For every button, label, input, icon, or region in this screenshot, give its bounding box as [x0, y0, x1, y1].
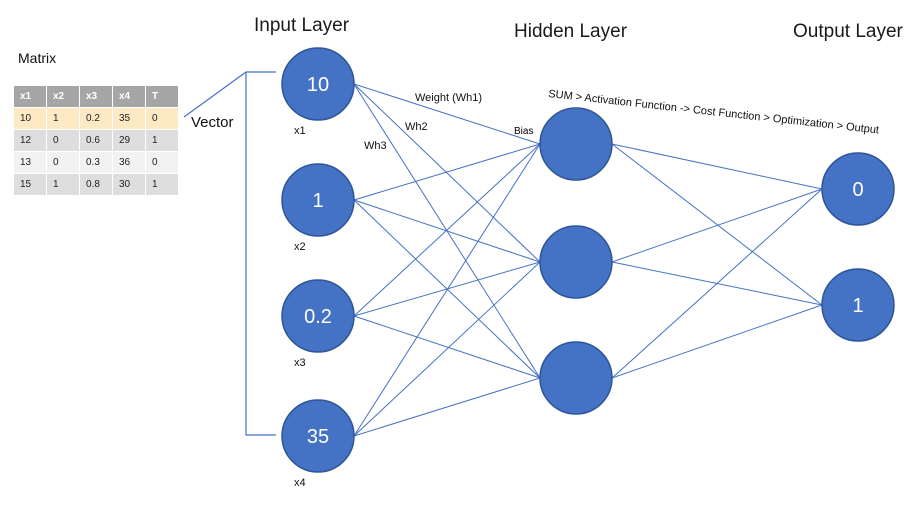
input-hidden-edge [353, 261, 541, 437]
edges [353, 83, 823, 437]
input-layer-title: Input Layer [254, 15, 350, 36]
input-node-value: 1 [312, 190, 323, 212]
matrix-cell: 0 [46, 129, 80, 152]
matrix-header-cell: x1 [13, 85, 47, 108]
vector-label: Vector [191, 114, 234, 131]
output-layer-title: Output Layer [793, 21, 904, 42]
matrix-cell: 29 [112, 129, 146, 152]
hidden-node-circle [539, 107, 613, 181]
matrix-cell: 1 [145, 173, 179, 196]
input-node: 1 x2 [281, 163, 355, 253]
input-node-value: 0.2 [304, 306, 332, 328]
input-hidden-edge [353, 83, 541, 263]
input-node-label: x4 [294, 477, 306, 489]
matrix-cell: 0.3 [79, 151, 113, 174]
input-hidden-edge [353, 199, 541, 263]
input-node-value: 35 [307, 426, 329, 448]
matrix-cell: 0 [46, 151, 80, 174]
input-hidden-edge [353, 83, 541, 145]
input-hidden-edge [353, 143, 541, 437]
matrix-cell: 30 [112, 173, 146, 196]
output-node-value: 1 [852, 295, 863, 317]
hidden-node [539, 341, 613, 415]
input-hidden-edge [353, 315, 541, 379]
matrix-header-cell: T [145, 85, 179, 108]
matrix-cell: 35 [112, 107, 146, 130]
matrix-header-cell: x4 [112, 85, 146, 108]
matrix-cell: 12 [13, 129, 47, 152]
matrix-cell: 0.8 [79, 173, 113, 196]
input-node: 10 x1 [281, 47, 355, 137]
hidden-output-edge [611, 188, 823, 263]
matrix-header-cell: x3 [79, 85, 113, 108]
matrix-cell: 15 [13, 173, 47, 196]
input-hidden-edge [353, 143, 541, 317]
nodes: 10 x1 1 x2 0.2 x3 35 x4 0 1 [281, 47, 895, 489]
weight-wh1-label: Weight (Wh1) [415, 92, 482, 104]
matrix-cell: 0.6 [79, 129, 113, 152]
vector-bracket [245, 71, 276, 436]
matrix-cell: 1 [46, 173, 80, 196]
output-node: 0 [821, 152, 895, 226]
output-node: 1 [821, 268, 895, 342]
hidden-output-edge [611, 143, 823, 306]
vector-connector [183, 71, 247, 118]
input-node-value: 10 [307, 74, 329, 96]
wh2-label: Wh2 [405, 121, 428, 133]
matrix-cell: 13 [13, 151, 47, 174]
input-node-circle [281, 279, 355, 353]
hidden-node-circle [539, 341, 613, 415]
hidden-node [539, 225, 613, 299]
input-node-label: x3 [294, 357, 306, 369]
hidden-output-edge [611, 143, 823, 190]
hidden-output-edge [611, 188, 823, 379]
input-node-circle [281, 47, 355, 121]
matrix-cell: 36 [112, 151, 146, 174]
hidden-layer-title: Hidden Layer [514, 21, 628, 42]
input-hidden-edge [353, 261, 541, 317]
input-node: 35 x4 [281, 399, 355, 489]
output-node-circle [821, 268, 895, 342]
hidden-node [539, 107, 613, 181]
matrix-title: Matrix [18, 50, 57, 66]
input-hidden-edge [353, 377, 541, 437]
matrix-cell: 0.2 [79, 107, 113, 130]
matrix-cell: 1 [145, 129, 179, 152]
input-node: 0.2 x3 [281, 279, 355, 369]
matrix-header-cell: x2 [46, 85, 80, 108]
input-hidden-edge [353, 143, 541, 201]
input-node-circle [281, 163, 355, 237]
input-node-circle [281, 399, 355, 473]
matrix-cell: 10 [13, 107, 47, 130]
matrix-cell: 0 [145, 151, 179, 174]
matrix-cell: 0 [145, 107, 179, 130]
bias-label: Bias [514, 126, 533, 137]
output-node-value: 0 [852, 179, 863, 201]
output-node-circle [821, 152, 895, 226]
matrix-cell: 1 [46, 107, 80, 130]
input-node-label: x2 [294, 241, 306, 253]
input-node-label: x1 [294, 125, 306, 137]
hidden-output-edge [611, 304, 823, 379]
hidden-node-circle [539, 225, 613, 299]
wh3-label: Wh3 [364, 140, 387, 152]
